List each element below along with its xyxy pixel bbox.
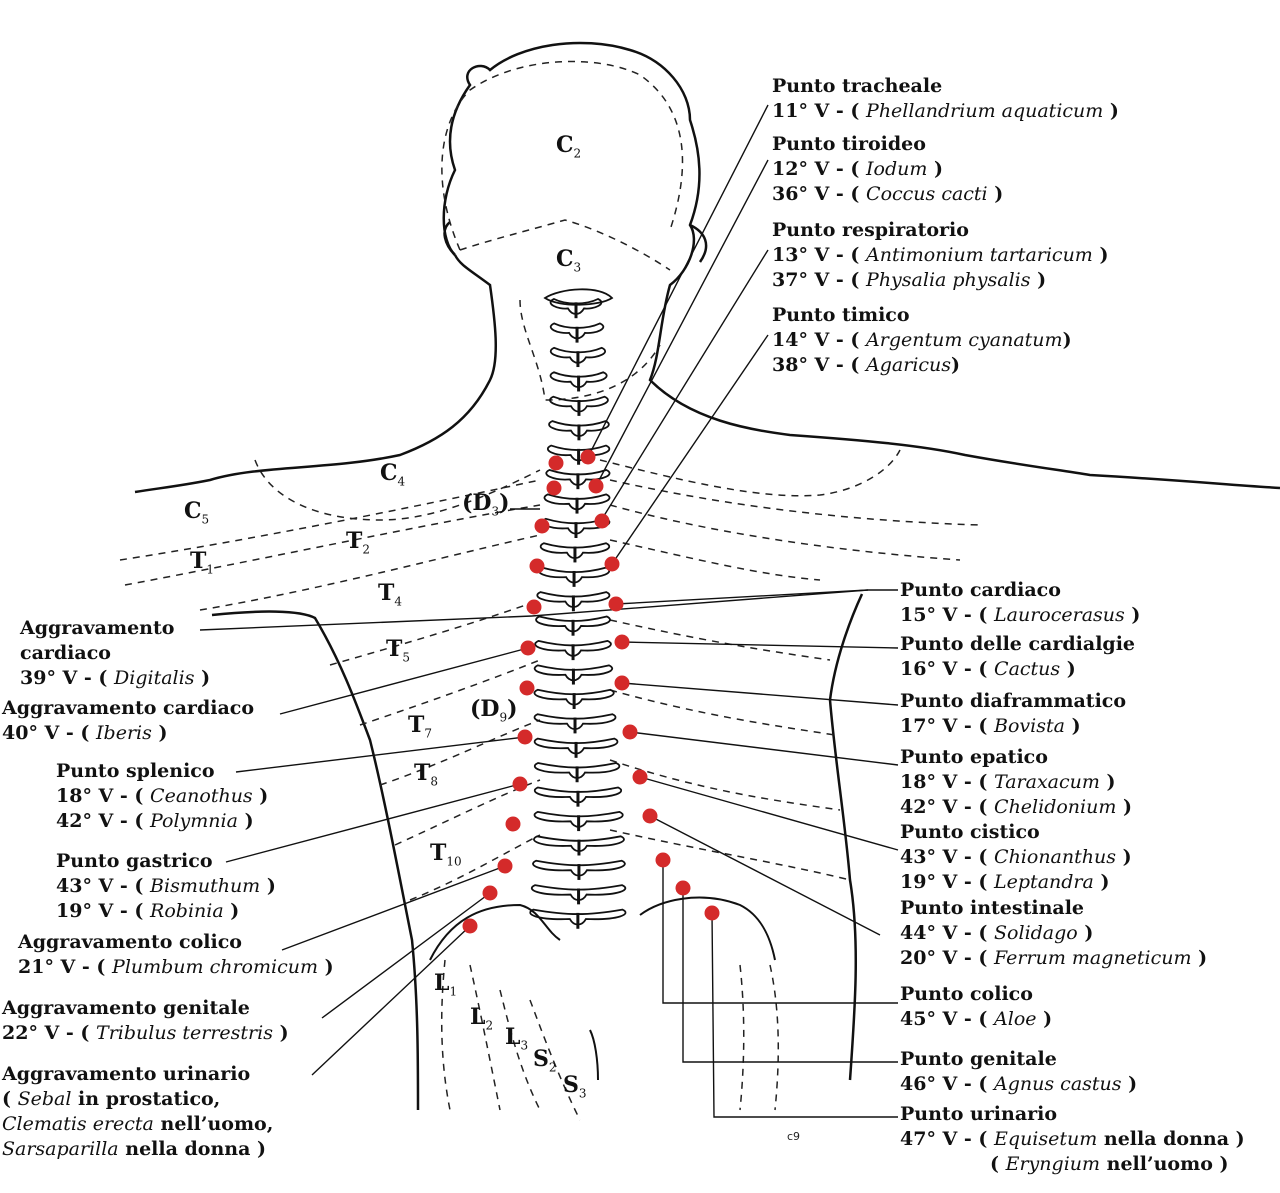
point-cardiaco [608,596,624,612]
label-punto-timico: Punto timico 14° V - ( Argentum cyanatum… [772,304,1072,376]
segment-t1: T1 [190,548,215,577]
point-left-colico [497,858,513,874]
label-punto-splenico: Punto splenico 18° V - ( Ceanothus ) 42°… [56,760,269,832]
vertebra [533,835,625,853]
segment-t10: T10 [430,840,462,869]
vertebra [537,566,611,584]
vertebra [535,615,611,633]
leader-lines [199,104,899,1118]
vertebra [541,517,611,535]
label-aggravamento-cardiaco-2: Aggravamento cardiaco 40° V - ( Iberis ) [2,697,255,744]
label-punto-colico: Punto colico 45° V - ( Aloe ) [900,983,1053,1030]
point-urinario [704,905,720,921]
label-punto-cardialgie: Punto delle cardialgie 16° V - ( Cactus … [900,633,1136,680]
label-aggravamento-cardiaco: Aggravamento cardiaco 39° V - ( Digitali… [20,617,211,689]
vertebra [545,468,611,486]
label-punto-gastrico: Punto gastrico 43° V - ( Bismuthum ) 19°… [56,850,276,922]
vertebra [548,420,610,437]
segment-s2: S2 [533,1046,557,1075]
segment-s3: S3 [563,1072,587,1101]
signature-mark: c9 [787,1130,800,1143]
vertebra [532,859,626,877]
point-genitale [675,880,691,896]
point-colico [655,852,671,868]
label-punto-epatico: Punto epatico 18° V - ( Taraxacum ) 42° … [900,746,1132,818]
label-aggravamento-genitale: Aggravamento genitale 22° V - ( Tribulus… [2,997,289,1044]
label-punto-cardiaco: Punto cardiaco 15° V - ( Laurocerasus ) [900,579,1141,626]
point-left-3 [534,518,550,534]
vertebra [533,786,623,804]
point-left-splenico [517,729,533,745]
segment-t4: T4 [378,580,403,609]
point-left-genitale [482,885,498,901]
label-aggravamento-urinario: Aggravamento urinario ( Sebal in prostat… [2,1063,274,1160]
point-left-9 [505,816,521,832]
reflex-points [462,449,720,934]
vertebra [549,346,607,364]
label-punto-urinario: Punto urinario 47° V - ( Equisetum nella… [900,1103,1245,1175]
atlas-vertebra [543,288,614,306]
segment-c4: C4 [380,460,406,489]
vertebra [533,664,614,682]
vertebra [534,639,612,657]
point-left-urinario [462,918,478,934]
label-aggravamento-colico: Aggravamento colico 21° V - ( Plumbum ch… [18,931,334,978]
label-punto-intestinale: Punto intestinale 44° V - ( Solidago ) 2… [900,897,1208,969]
point-left-6 [519,680,535,696]
vertebra [549,322,605,340]
point-left-gastrico [512,776,528,792]
label-punto-cistico: Punto cistico 43° V - ( Chionanthus ) 19… [900,821,1132,893]
segment-c3: C3 [556,246,582,275]
vertebra [549,371,608,389]
segment-l1: L1 [434,970,458,999]
label-punto-tiroideo: Punto tiroideo 12° V - ( Iodum ) 36° V -… [772,133,1004,205]
vertebra [533,713,617,731]
segment-l2: L2 [470,1004,494,1033]
vertebra [539,542,611,560]
segment-l3: L3 [505,1024,529,1053]
point-tiroideo [588,478,604,494]
vertebra [543,493,611,511]
point-timico [604,556,620,572]
spine [529,288,627,929]
point-epatico [622,724,638,740]
segment-t7: T7 [408,712,433,741]
point-respiratorio [594,513,610,529]
point-left-cardiaco2 [520,640,536,656]
vertebra [529,908,627,926]
point-left-1 [548,455,564,471]
vertebra [530,884,627,901]
point-tracheale [580,449,596,465]
body-outline [134,41,1280,1111]
point-left-cardiaco [526,599,542,615]
point-diaframmatico [614,675,630,691]
vertebra [533,762,621,779]
vertebra [536,591,611,608]
segment-t2: T2 [346,528,371,557]
point-left-4 [529,558,545,574]
segment-t8: T8 [414,760,439,789]
point-cistico [632,769,648,785]
point-cardialgie [614,634,630,650]
vertebra [533,737,619,755]
segment-c2: C2 [556,132,582,161]
label-punto-genitale: Punto genitale 46° V - ( Agnus castus ) [900,1048,1138,1095]
point-intestinale [642,808,658,824]
segment-d3: (D3) [462,490,510,519]
vertebra [533,810,624,828]
vertebra [533,688,615,706]
label-punto-tracheale: Punto tracheale 11° V - ( Phellandrium a… [772,75,1119,122]
vertebra [549,298,603,315]
segment-c5: C5 [184,498,210,527]
label-punto-diaframmatico: Punto diaframmatico 17° V - ( Bovista ) [900,690,1127,737]
label-punto-respiratorio: Punto respiratorio 13° V - ( Antimonium … [772,219,1109,291]
segment-t5: T5 [386,636,411,665]
point-left-2 [546,480,562,496]
vertebra [549,395,609,413]
segment-d9: (D9) [470,696,518,725]
